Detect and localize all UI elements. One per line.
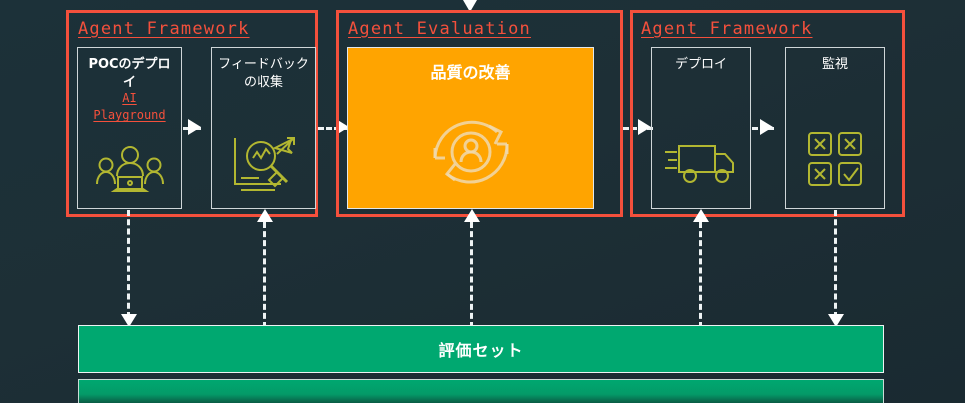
- arrowhead-deploy-to-monitor: [760, 119, 773, 135]
- node-poc-deploy[interactable]: POCのデプロイ AI Playground: [77, 47, 182, 209]
- refresh-cycle-user-icon: [419, 100, 523, 200]
- group-agent-framework-left: [66, 10, 318, 217]
- group-mid-title: Agent Evaluation: [348, 19, 531, 39]
- node-feedback-title-line2: の収集: [243, 74, 283, 90]
- delivery-truck-icon: [663, 138, 739, 186]
- node-feedback-title: フィードバック の収集: [212, 56, 315, 91]
- ai-playground-link-line1: AI: [122, 91, 137, 105]
- node-quality-improvement[interactable]: 品質の改善: [347, 47, 594, 209]
- node-feedback-title-line1: フィードバック: [218, 57, 309, 72]
- connector-evalset-to-deploy: [699, 222, 702, 328]
- arrowhead-poc-to-evalset: [121, 314, 137, 327]
- arrowhead-poc-to-feedback: [188, 119, 201, 135]
- node-quality-title: 品質の改善: [430, 63, 511, 82]
- arrowhead-evalset-to-deploy: [693, 209, 709, 222]
- connector-monitor-to-evalset: [834, 210, 837, 318]
- node-deploy-title: デプロイ: [674, 57, 727, 72]
- connector-evalset-to-quality: [470, 222, 473, 328]
- arrowhead-quality-to-deploy: [638, 119, 651, 135]
- test-grid-icon: [806, 130, 864, 188]
- group-agent-framework-right: [630, 10, 905, 217]
- ai-playground-link-line2: Playground: [93, 108, 166, 123]
- connector-poc-to-evalset: [127, 210, 130, 318]
- node-deploy[interactable]: デプロイ: [651, 47, 751, 209]
- group-left-title: Agent Framework: [78, 19, 250, 39]
- node-monitor[interactable]: 監視: [785, 47, 885, 209]
- arrowhead-feedback-to-quality: [336, 119, 349, 135]
- arrowhead-evalset-to-feedback: [257, 209, 273, 222]
- arrowhead-top-into-evaluation: [463, 0, 477, 12]
- eval-set-bar[interactable]: 評価セット: [78, 325, 884, 373]
- chart-magnifier-icon: [231, 134, 297, 196]
- connector-feedback-to-quality: [318, 127, 348, 130]
- group-right-title: Agent Framework: [641, 19, 813, 39]
- node-feedback[interactable]: フィードバック の収集: [211, 47, 316, 209]
- arrowhead-evalset-to-quality: [464, 209, 480, 222]
- connector-evalset-to-feedback: [263, 222, 266, 328]
- eval-set-bar-secondary[interactable]: [78, 379, 884, 403]
- node-monitor-title: 監視: [821, 57, 848, 72]
- eval-set-bar-label: 評価セット: [438, 341, 524, 360]
- node-poc-deploy-title: POCのデプロイ: [88, 57, 171, 90]
- team-laptop-icon: [95, 144, 165, 196]
- arrowhead-monitor-to-evalset: [828, 314, 844, 327]
- ai-playground-link[interactable]: AI Playground: [78, 90, 181, 125]
